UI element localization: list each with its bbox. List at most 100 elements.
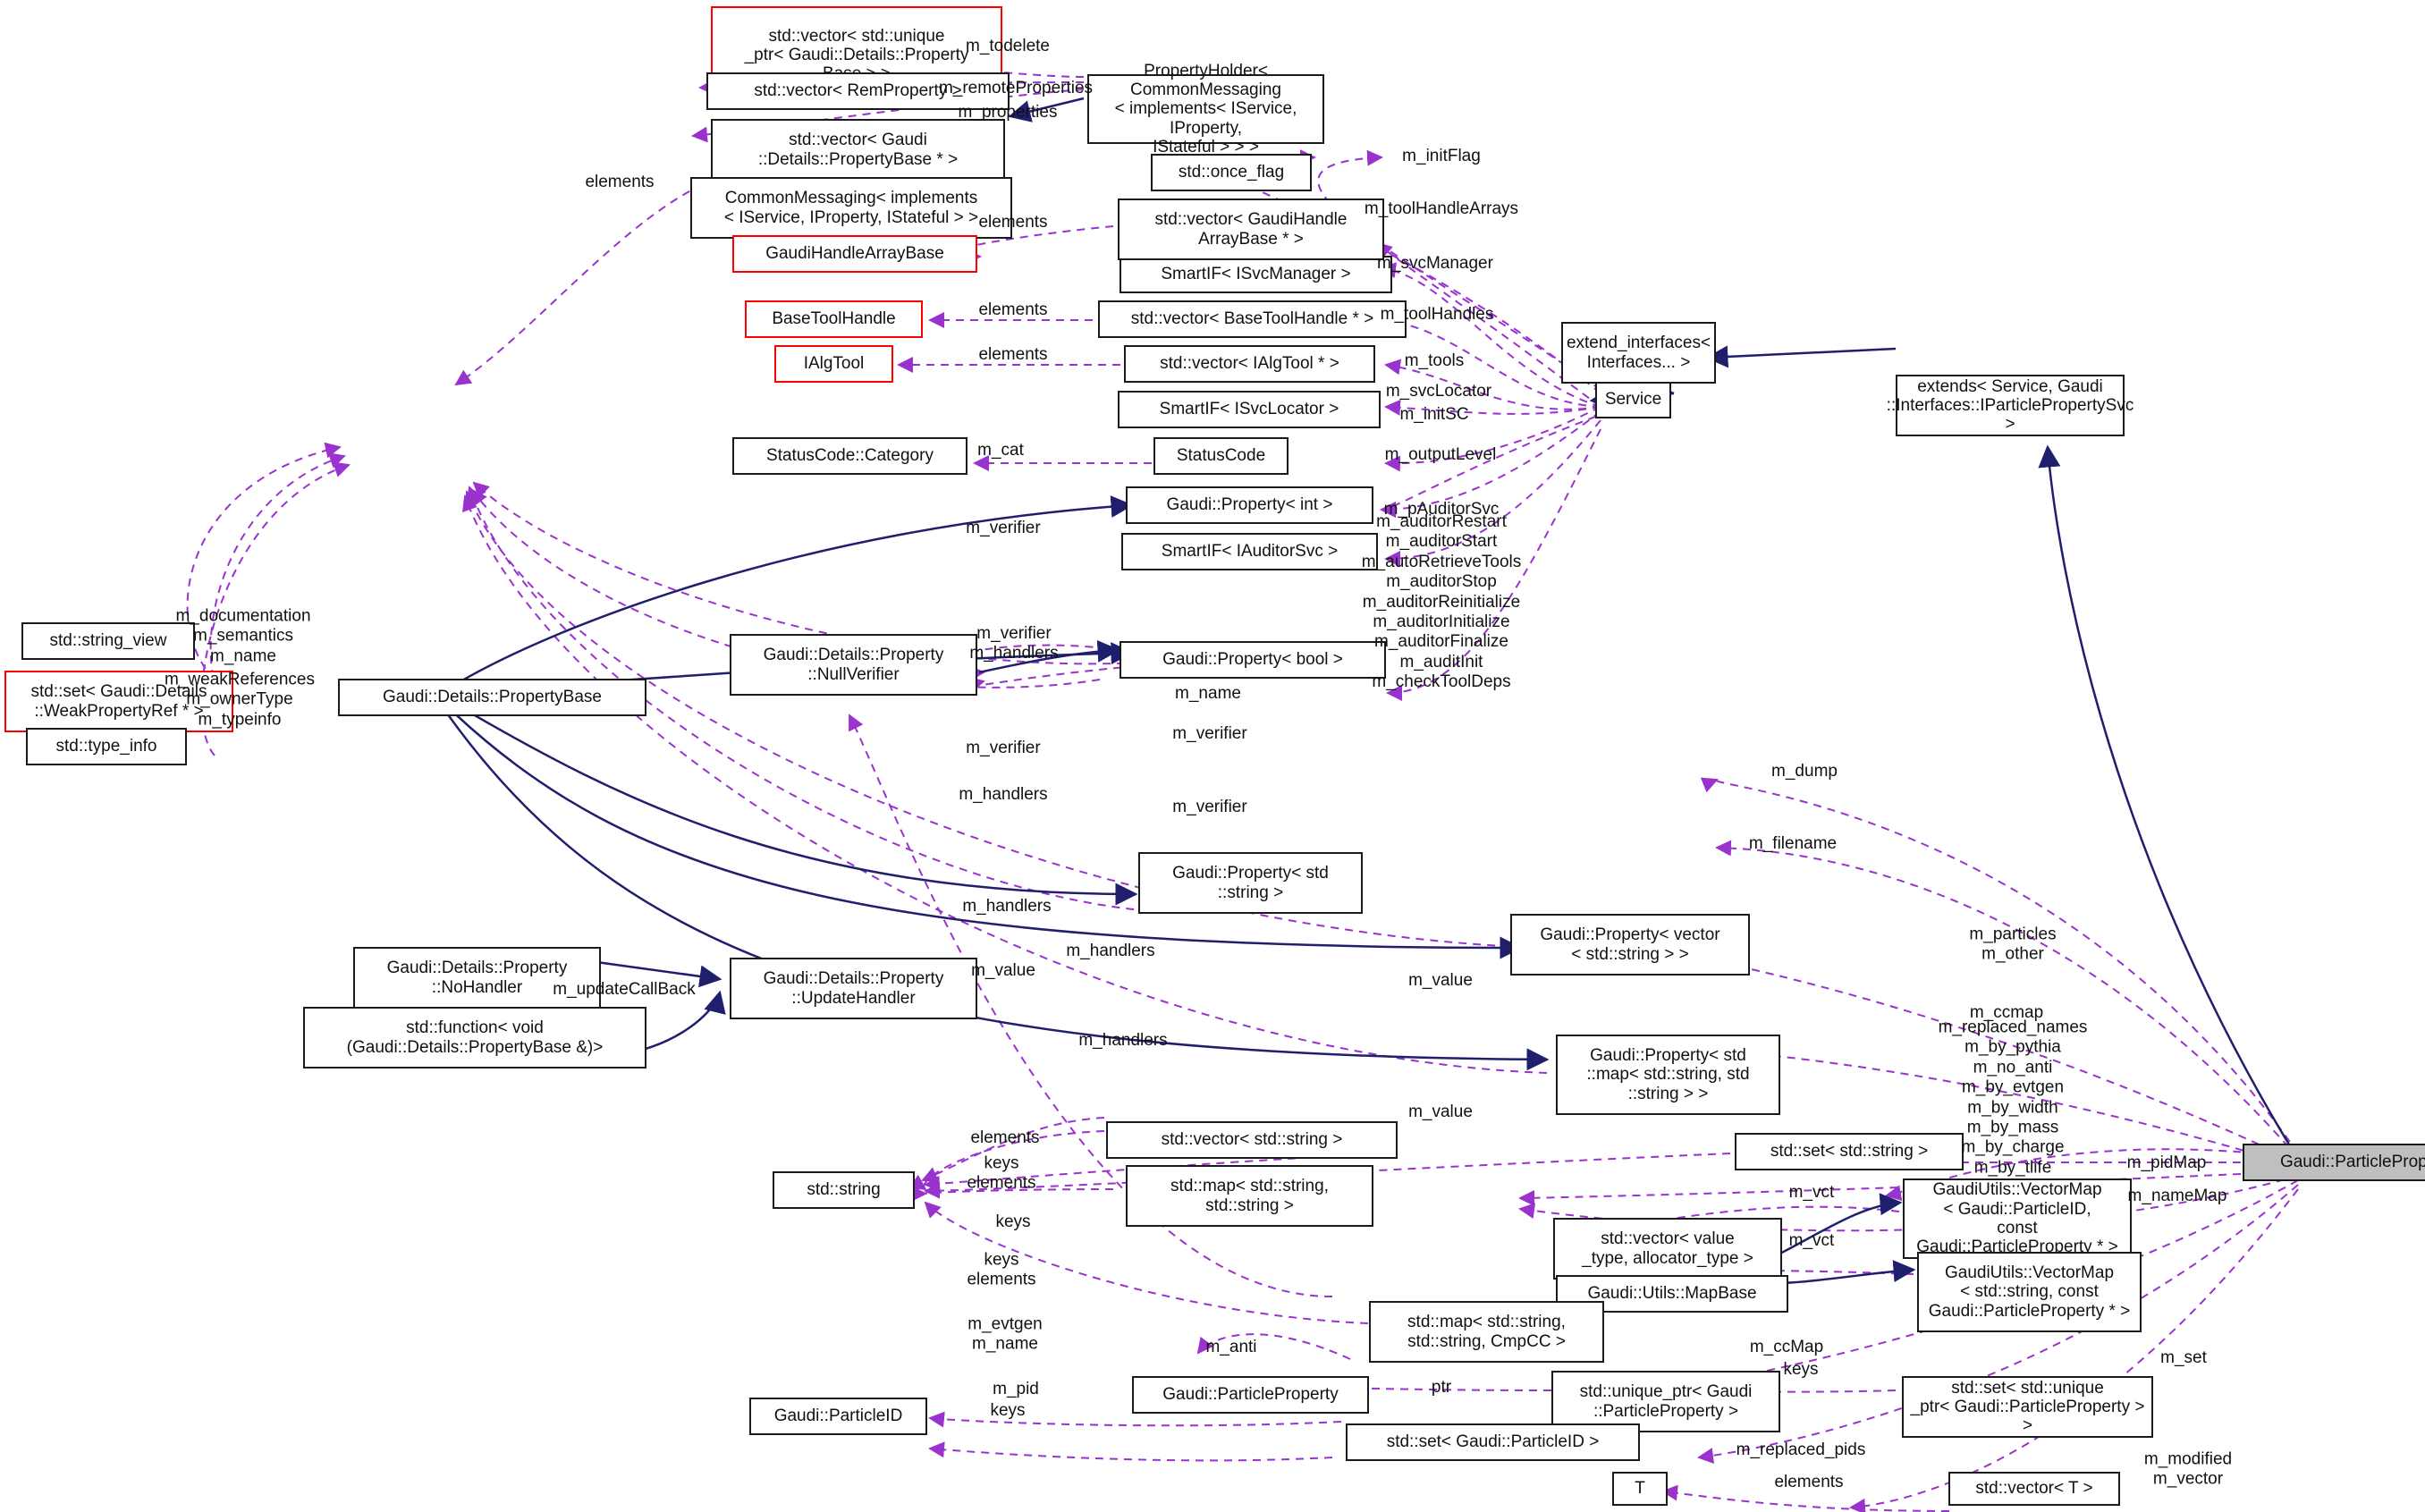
class-node[interactable]: Gaudi::ParticleID bbox=[749, 1398, 927, 1435]
edge-label: m_updateCallBack bbox=[553, 979, 696, 999]
edge-label: m_anti bbox=[1205, 1337, 1257, 1356]
class-node[interactable]: T bbox=[1612, 1472, 1668, 1506]
edge-label: m_verifier bbox=[1172, 723, 1247, 743]
edge-label: m_evtgen m_name bbox=[967, 1314, 1043, 1354]
edge-label: m_verifier bbox=[966, 738, 1041, 757]
class-node[interactable]: GaudiHandleArrayBase bbox=[732, 235, 977, 273]
edge-label: keys elements bbox=[967, 1153, 1036, 1193]
class-node[interactable]: extends< Service, Gaudi ::Interfaces::IP… bbox=[1887, 375, 2133, 436]
class-node[interactable]: std::string_view bbox=[21, 622, 195, 660]
class-node[interactable]: Gaudi::Details::Property ::UpdateHandler bbox=[730, 958, 977, 1019]
edge-label: elements bbox=[978, 212, 1048, 232]
class-node[interactable]: std::vector< IAlgTool * > bbox=[1124, 345, 1375, 383]
edge-label: m_remoteProperties bbox=[938, 78, 1094, 97]
edge-label: m_toolHandleArrays bbox=[1364, 199, 1519, 218]
edge-label: m_handlers bbox=[1078, 1030, 1168, 1050]
edge-label: m_value bbox=[971, 960, 1035, 980]
class-node[interactable]: std::vector< BaseToolHandle * > bbox=[1098, 300, 1407, 338]
class-node[interactable]: std::string bbox=[773, 1171, 915, 1209]
class-node[interactable]: std::vector< value _type, allocator_type… bbox=[1553, 1218, 1782, 1280]
class-node[interactable]: std::function< void (Gaudi::Details::Pro… bbox=[303, 1007, 646, 1069]
class-node[interactable]: Gaudi::Property< int > bbox=[1126, 486, 1373, 524]
edge-label: m_handlers bbox=[962, 896, 1052, 916]
edge-label: m_filename bbox=[1748, 833, 1838, 853]
edge-label: elements bbox=[1774, 1472, 1844, 1491]
class-node[interactable]: std::vector< std::string > bbox=[1106, 1121, 1398, 1159]
edge-label: m_documentation m_semantics m_name bbox=[175, 606, 311, 666]
edge-label: keys elements bbox=[967, 1250, 1036, 1289]
edge-label: m_vct bbox=[1788, 1230, 1835, 1250]
class-node[interactable]: IAlgTool bbox=[774, 345, 893, 383]
edge-label: m_name bbox=[1175, 683, 1241, 703]
edge-label: m_nameMap bbox=[2127, 1186, 2227, 1205]
edge-label: keys bbox=[995, 1212, 1031, 1231]
edge-label: keys bbox=[1783, 1359, 1819, 1379]
edge-label: m_value bbox=[1408, 1102, 1473, 1121]
edge-label: m_weakReferences m_ownerType m_typeinfo bbox=[165, 670, 315, 730]
edge-label: m_svcLocator bbox=[1385, 381, 1492, 401]
class-node[interactable]: PropertyHolder< CommonMessaging < implem… bbox=[1087, 62, 1324, 156]
class-node[interactable]: SmartIF< IAuditorSvc > bbox=[1121, 533, 1378, 570]
class-node[interactable]: std::map< std::string, std::string > bbox=[1126, 1165, 1373, 1227]
class-node[interactable]: Gaudi::Property< std ::map< std::string,… bbox=[1556, 1035, 1780, 1115]
edge-label: m_handlers bbox=[969, 643, 1059, 663]
class-node[interactable]: BaseToolHandle bbox=[745, 300, 923, 338]
class-node[interactable]: GaudiUtils::VectorMap < std::string, con… bbox=[1917, 1252, 2142, 1332]
class-node[interactable]: SmartIF< ISvcManager > bbox=[1120, 256, 1392, 293]
class-node[interactable]: extend_interfaces< Interfaces... > bbox=[1561, 322, 1716, 384]
class-node[interactable]: Gaudi::ParticleProperty bbox=[1132, 1376, 1369, 1414]
focus-class-node[interactable]: Gaudi::ParticlePropertySvc bbox=[2243, 1144, 2425, 1181]
edge-label: m_svcManager bbox=[1377, 253, 1493, 273]
edge-label: elements bbox=[978, 344, 1048, 364]
class-node[interactable]: std::once_flag bbox=[1151, 154, 1312, 191]
edge-label: m_replaced_names m_by_pythia m_no_anti m… bbox=[1938, 1018, 2088, 1178]
class-node[interactable]: CommonMessaging< implements < IService, … bbox=[690, 177, 1012, 239]
class-node[interactable]: Gaudi::Property< std ::string > bbox=[1138, 852, 1363, 914]
edge-label: ptr bbox=[1431, 1377, 1452, 1397]
class-node[interactable]: Service bbox=[1595, 381, 1671, 418]
class-node[interactable]: Gaudi::Details::PropertyBase bbox=[338, 679, 646, 716]
edge-label: m_verifier bbox=[1172, 797, 1247, 816]
edge-label: m_tools bbox=[1404, 351, 1465, 370]
edge-label: m_verifier bbox=[966, 518, 1041, 537]
edge-label: m_ccMap bbox=[1749, 1337, 1824, 1356]
edge-label: m_outputLevel bbox=[1384, 444, 1497, 464]
class-node[interactable]: std::type_info bbox=[26, 728, 187, 765]
class-node[interactable]: std::map< std::string, std::string, CmpC… bbox=[1369, 1301, 1604, 1363]
class-node[interactable]: GaudiUtils::VectorMap < Gaudi::ParticleI… bbox=[1903, 1178, 2132, 1259]
class-node[interactable]: std::set< std::string > bbox=[1735, 1133, 1964, 1170]
edge-label: m_value bbox=[1408, 970, 1473, 990]
edge-label: m_initSC bbox=[1399, 404, 1469, 424]
edge-label: m_modified m_vector bbox=[2143, 1449, 2233, 1489]
edge-label: elements bbox=[585, 172, 655, 191]
edge-label: m_set bbox=[2160, 1347, 2207, 1367]
edge-label: keys bbox=[990, 1400, 1026, 1420]
edge-label: m_initFlag bbox=[1402, 146, 1481, 165]
edge-label: m_auditorRestart m_auditorStart m_autoRe… bbox=[1361, 512, 1522, 692]
edge-label: m_particles m_other bbox=[1969, 925, 2057, 964]
class-node[interactable]: std::vector< T > bbox=[1948, 1472, 2120, 1506]
class-node[interactable]: Gaudi::Property< vector < std::string > … bbox=[1510, 914, 1750, 976]
class-node[interactable]: StatusCode bbox=[1153, 437, 1289, 475]
edge-label: m_todelete bbox=[965, 36, 1051, 55]
edge-label: m_cat bbox=[977, 440, 1024, 460]
class-node[interactable]: std::set< Gaudi::ParticleID > bbox=[1346, 1423, 1640, 1461]
class-node[interactable]: std::set< std::unique _ptr< Gaudi::Parti… bbox=[1902, 1376, 2153, 1438]
edge-label: m_replaced_pids bbox=[1736, 1440, 1866, 1459]
class-node[interactable]: Gaudi::Details::Property ::NullVerifier bbox=[730, 634, 977, 696]
edge-label: elements bbox=[978, 300, 1048, 319]
class-node[interactable]: Gaudi::Property< bool > bbox=[1120, 641, 1386, 679]
edge-label: m_vct bbox=[1788, 1182, 1835, 1202]
edge-label: m_handlers bbox=[1066, 941, 1155, 960]
edge-label: m_properties bbox=[958, 102, 1058, 122]
class-node[interactable]: std::vector< GaudiHandle ArrayBase * > bbox=[1118, 199, 1384, 260]
edge-label: m_dump bbox=[1771, 761, 1838, 781]
edge-label: m_verifier bbox=[976, 623, 1052, 643]
edge-label: m_handlers bbox=[959, 784, 1048, 804]
edge-label: m_pid bbox=[993, 1379, 1039, 1398]
class-node[interactable]: SmartIF< ISvcLocator > bbox=[1118, 391, 1381, 428]
class-node[interactable]: std::vector< Gaudi ::Details::PropertyBa… bbox=[711, 119, 1005, 181]
edge-label: m_toolHandles bbox=[1380, 304, 1494, 324]
class-node[interactable]: StatusCode::Category bbox=[732, 437, 967, 475]
